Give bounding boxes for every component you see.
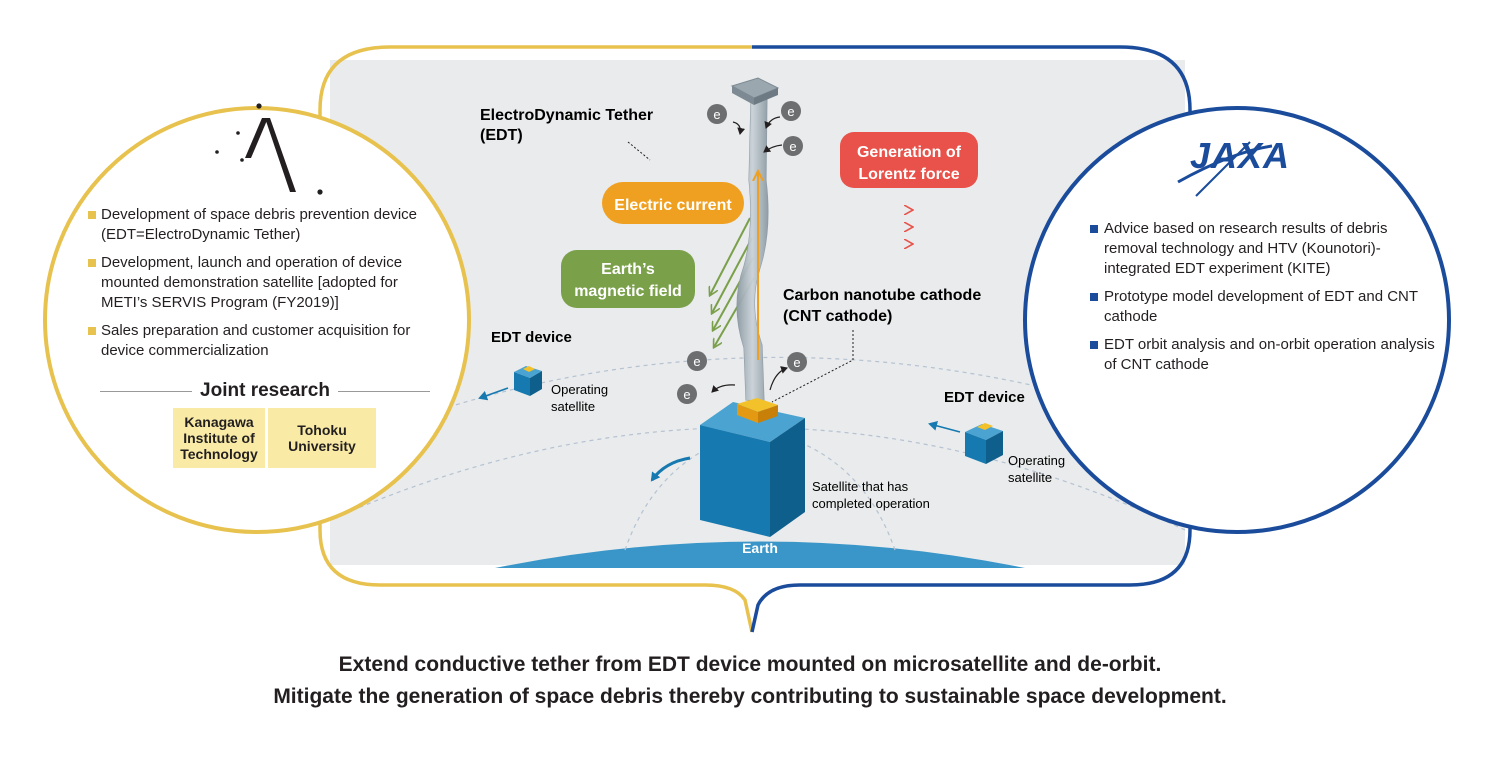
right-panel-circle [1023, 106, 1451, 534]
electron-icon: e [707, 104, 727, 124]
completed-satellite-line2: completed operation [812, 496, 930, 511]
lorentz-force-line2: Lorentz force [858, 166, 959, 183]
svg-text:e: e [793, 355, 800, 370]
electron-icon: e [783, 136, 803, 156]
jaxa-activity-item: Prototype model development of EDT and C… [1090, 287, 1435, 327]
operating-satellite-left-line2: satellite [551, 399, 595, 414]
electric-current-box [602, 182, 744, 224]
operating-satellite-right-line2: satellite [1008, 470, 1052, 485]
electron-arrow [763, 144, 783, 153]
operating-satellite-left [514, 366, 542, 396]
svg-text:e: e [789, 139, 796, 154]
earth-label: Earth [742, 540, 778, 556]
ale-activity-item: Development, launch and operation of dev… [88, 253, 448, 313]
magnetic-field-box [561, 250, 695, 308]
electron-arrow [732, 121, 746, 135]
partner-kanagawa: Kanagawa Institute of Technology [173, 408, 265, 468]
svg-text:e: e [683, 387, 690, 402]
jaxa-logo-icon: JAXA [1177, 135, 1290, 197]
bubble-outline-left [318, 45, 754, 633]
electron-arrow [711, 384, 736, 393]
svg-text:e: e [693, 354, 700, 369]
operating-satellite-right [965, 423, 1003, 464]
satellite-direction-arrow [478, 387, 509, 401]
cnt-leader-line [771, 330, 854, 403]
electron-arrow [764, 116, 781, 129]
electron-arrow [769, 366, 788, 391]
satellite-direction-arrow [928, 420, 961, 433]
magnetic-field-line2: magnetic field [574, 283, 682, 300]
magnetic-field-arrow [710, 217, 751, 295]
caption-line2: Mitigate the generation of space debris … [273, 685, 1227, 708]
electron-icon: e [781, 101, 801, 121]
edt-title-line2: (EDT) [480, 127, 523, 144]
caption-line1: Extend conductive tether from EDT device… [338, 653, 1162, 676]
partner-tohoku: Tohoku University [268, 408, 376, 468]
jaxa-logo-text: JAXA [1190, 135, 1290, 176]
edt-device-label-left: EDT device [491, 329, 572, 346]
lorentz-force-box [840, 132, 978, 188]
bubble-outline-right [750, 45, 1192, 633]
joint-research-label: Joint research [200, 380, 330, 401]
jaxa-activity-item: Advice based on research results of debr… [1090, 219, 1435, 279]
edt-title-line1: ElectroDynamic Tether [480, 107, 653, 124]
completed-satellite-line1: Satellite that has [812, 479, 909, 494]
magnetic-field-arrow [712, 237, 753, 313]
svg-text:e: e [713, 107, 720, 122]
electric-current-label: Electric current [614, 197, 732, 214]
electron-icon: e [687, 351, 707, 371]
magnetic-field-line1: Earth’s [601, 261, 655, 278]
electron-icon: e [677, 384, 697, 404]
satellite-direction-arrow [650, 456, 691, 482]
ale-activity-item: Sales preparation and customer acquisiti… [88, 321, 448, 361]
jaxa-activities-list: Advice based on research results of debr… [1090, 219, 1435, 383]
ale-logo-icon [215, 103, 323, 195]
operating-satellite-right-line1: Operating [1008, 453, 1065, 468]
jaxa-activity-item: EDT orbit analysis and on-orbit operatio… [1090, 335, 1435, 375]
edt-leader-line [627, 141, 651, 161]
svg-text:e: e [787, 104, 794, 119]
lorentz-force-line1: Generation of [857, 144, 962, 161]
ale-activity-item: Development of space debris prevention d… [88, 205, 448, 245]
edt-device-label-right: EDT device [944, 389, 1025, 406]
cnt-label-line2: (CNT cathode) [783, 308, 892, 325]
earth [495, 541, 1025, 568]
electron-icon: e [787, 352, 807, 372]
completed-satellite [700, 398, 805, 537]
ale-activities-list: Development of space debris prevention d… [88, 205, 448, 369]
joint-research-heading: Joint research [100, 380, 430, 402]
cnt-label-line1: Carbon nanotube cathode [783, 287, 981, 304]
operating-satellite-left-line1: Operating [551, 382, 608, 397]
